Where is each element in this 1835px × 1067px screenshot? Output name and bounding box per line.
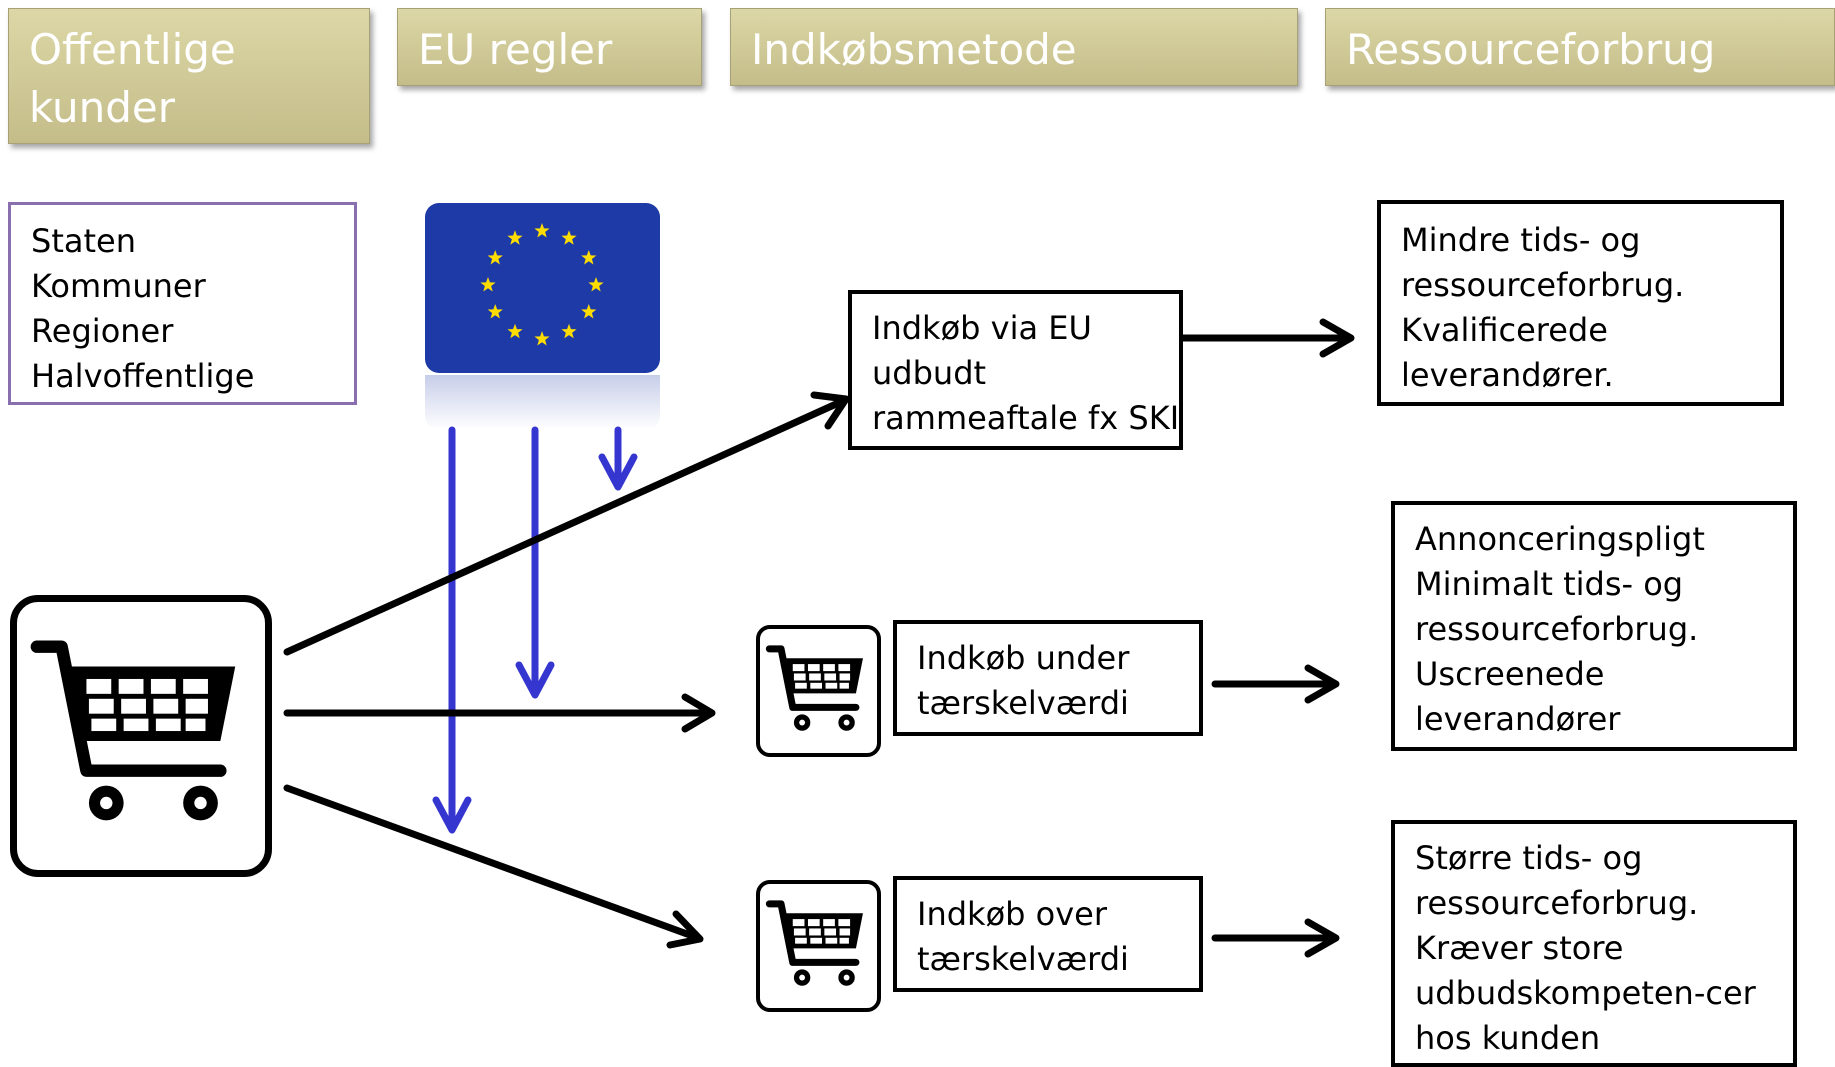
eu-rule-arrowhead bbox=[515, 661, 555, 699]
resource-over-box: Større tids- og ressourceforbrug. Kræver… bbox=[1391, 820, 1797, 1067]
resource-eu-line: Mindre tids- og bbox=[1401, 221, 1641, 259]
cart-to-eu-arrowhead bbox=[810, 391, 850, 430]
method-under-box: Indkøb under tærskelværdi bbox=[893, 620, 1203, 736]
eu-star bbox=[534, 331, 550, 346]
shopping-cart-icon bbox=[756, 625, 881, 757]
header-public-customers: Offentlige kunder bbox=[8, 8, 370, 144]
resource-over-line: Større tids- og bbox=[1415, 839, 1643, 877]
resource-under-line: ressourceforbrug. bbox=[1415, 610, 1699, 648]
eu-flag-icon bbox=[425, 203, 660, 373]
customer-item: Halvoffentlige bbox=[31, 357, 255, 395]
cart-glyph bbox=[765, 645, 863, 731]
method-to-resource-arrowhead bbox=[1304, 918, 1340, 958]
eu-star bbox=[581, 250, 597, 265]
resource-over-line: Kræver store bbox=[1415, 929, 1624, 967]
method-eu-line: udbudt bbox=[872, 354, 987, 392]
cart-to-over-arrowhead bbox=[666, 910, 704, 949]
eu-star bbox=[507, 230, 523, 245]
eu-rule-arrowhead bbox=[432, 796, 472, 834]
eu-star bbox=[561, 230, 577, 245]
shopping-cart-icon bbox=[756, 880, 881, 1012]
method-eu-box: Indkøb via EU udbudt rammeaftale fx SKI bbox=[848, 290, 1183, 450]
cart-to-over-arrow bbox=[283, 784, 702, 942]
eu-star bbox=[581, 304, 597, 319]
eu-star bbox=[507, 323, 523, 339]
eu-rule-arrowhead bbox=[598, 453, 638, 491]
eu-star bbox=[561, 323, 577, 339]
resource-eu-box: Mindre tids- og ressourceforbrug. Kvalif… bbox=[1377, 200, 1784, 406]
resource-over-line: udbudskompeten-cer bbox=[1415, 974, 1756, 1012]
cart-to-eu-arrow bbox=[283, 396, 849, 656]
eu-star bbox=[487, 304, 503, 319]
resource-under-box: Annonceringspligt Minimalt tids- og ress… bbox=[1391, 501, 1797, 751]
cart-glyph bbox=[765, 900, 863, 986]
header-purchase-method: Indkøbsmetode bbox=[730, 8, 1298, 86]
method-eu-line: Indkøb via EU bbox=[872, 309, 1092, 347]
method-eu-line: rammeaftale fx SKI bbox=[872, 399, 1180, 437]
method-to-resource-arrowhead bbox=[1319, 318, 1355, 358]
resource-under-line: Uscreenede bbox=[1415, 655, 1605, 693]
shopping-cart-icon bbox=[10, 595, 272, 877]
cart-glyph bbox=[30, 640, 236, 821]
resource-eu-line: Kvalificerede bbox=[1401, 311, 1608, 349]
resource-under-line: leverandører bbox=[1415, 700, 1621, 738]
method-under-line: tærskelværdi bbox=[917, 684, 1129, 722]
eu-stars bbox=[480, 223, 604, 346]
resource-under-line: Minimalt tids- og bbox=[1415, 565, 1684, 603]
eu-flag-reflection bbox=[425, 375, 660, 430]
customer-item: Staten bbox=[31, 222, 136, 260]
method-over-line: tærskelværdi bbox=[917, 940, 1129, 978]
resource-eu-line: ressourceforbrug. bbox=[1401, 266, 1685, 304]
method-under-line: Indkøb under bbox=[917, 639, 1130, 677]
resource-eu-line: leverandører. bbox=[1401, 356, 1614, 394]
header-eu-rules: EU regler bbox=[397, 8, 702, 86]
cart-to-under-arrowhead bbox=[681, 693, 716, 733]
method-over-line: Indkøb over bbox=[917, 895, 1107, 933]
resource-over-line: ressourceforbrug. bbox=[1415, 884, 1699, 922]
eu-star bbox=[480, 277, 496, 292]
method-over-box: Indkøb over tærskelværdi bbox=[893, 876, 1203, 992]
customers-box: Staten Kommuner Regioner Halvoffentlige bbox=[8, 202, 357, 405]
customer-item: Kommuner bbox=[31, 267, 206, 305]
resource-under-line: Annonceringspligt bbox=[1415, 520, 1705, 558]
customer-item: Regioner bbox=[31, 312, 174, 350]
eu-star bbox=[534, 223, 550, 238]
method-to-resource-arrowhead bbox=[1304, 664, 1340, 704]
eu-star bbox=[487, 250, 503, 265]
eu-star bbox=[588, 277, 604, 292]
resource-over-line: hos kunden bbox=[1415, 1019, 1601, 1057]
header-resource-use: Ressourceforbrug bbox=[1325, 8, 1835, 86]
